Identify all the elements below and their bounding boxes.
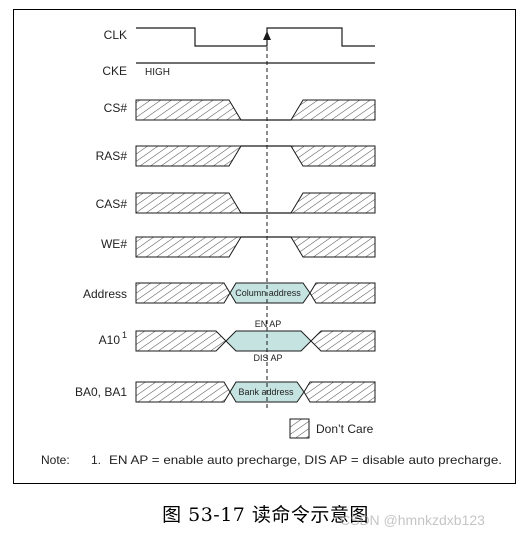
figure-caption: 图 53-17 读命令示意图 <box>162 504 369 526</box>
bank-address-label: Bank address <box>238 387 294 397</box>
a10-dont-care-left <box>135 330 227 352</box>
dont-care-legend-swatch <box>289 418 310 439</box>
label-cs: CS# <box>104 101 128 115</box>
note-label: Note: <box>41 453 70 467</box>
label-a10-superscript: 1 <box>122 330 127 340</box>
column-address-label: Column address <box>235 288 301 298</box>
note-number: 1. <box>91 453 101 467</box>
ras-dont-care-right <box>290 145 376 167</box>
a10-dont-care-right <box>310 330 376 352</box>
label-clk: CLK <box>104 28 127 42</box>
address-dont-care-right <box>309 282 376 304</box>
label-ras: RAS# <box>96 149 128 163</box>
label-cke: CKE <box>102 64 127 78</box>
note-text: EN AP = enable auto precharge, DIS AP = … <box>109 453 502 467</box>
clk-waveform <box>136 27 375 47</box>
ba-dont-care-left <box>135 381 231 403</box>
watermark: CSDN @hmnkzdxb123 <box>340 512 485 528</box>
cke-high-label: HIGH <box>145 67 170 78</box>
dont-care-legend-label: Don’t Care <box>316 422 374 436</box>
cas-dont-care-right <box>290 192 376 214</box>
timing-diagram: CLK CKE HIGH CS# RAS# CAS# WE# Address A… <box>41 27 502 467</box>
timing-diagram-frame <box>13 9 516 484</box>
label-we: WE# <box>101 237 127 251</box>
address-dont-care-left <box>135 282 231 304</box>
clk-rising-edge-arrow <box>263 31 271 40</box>
dis-ap-label: DIS AP <box>253 353 282 363</box>
label-cas: CAS# <box>96 197 128 211</box>
we-dont-care-right <box>290 236 376 258</box>
a10-value-segment <box>225 330 312 352</box>
label-a10: A10 <box>99 333 121 347</box>
ba-dont-care-right <box>303 381 376 403</box>
en-ap-label: EN AP <box>255 319 282 329</box>
label-ba: BA0, BA1 <box>75 385 127 399</box>
label-address: Address <box>83 287 127 301</box>
cs-dont-care-left <box>135 99 242 121</box>
ras-dont-care-left <box>135 145 242 167</box>
cas-dont-care-left <box>135 192 242 214</box>
cs-dont-care-right <box>290 99 376 121</box>
we-dont-care-left <box>135 236 242 258</box>
